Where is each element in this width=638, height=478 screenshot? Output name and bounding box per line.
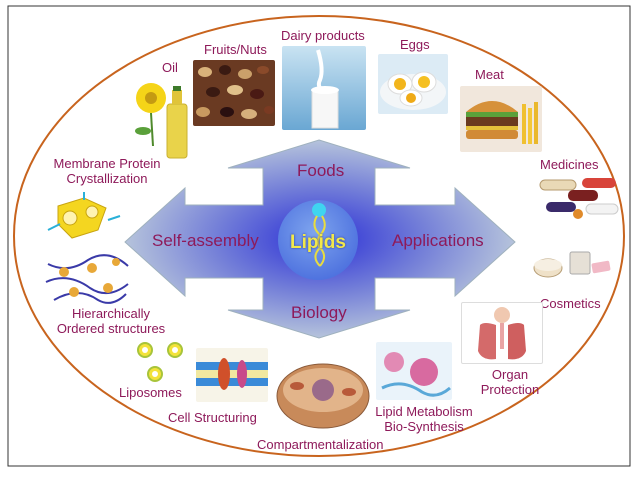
cubic-phase-icon — [47, 192, 121, 239]
label-meat: Meat — [475, 67, 504, 82]
label-eggs: Eggs — [400, 37, 430, 52]
label-metabolism-line1: Lipid Metabolism — [375, 404, 473, 419]
meat-image — [460, 86, 542, 152]
dairy-image — [282, 46, 366, 130]
tissue-icon — [381, 352, 451, 397]
hierarchical-structures-image — [44, 250, 130, 306]
label-cell-structuring: Cell Structuring — [168, 410, 257, 425]
liposomes-image — [133, 338, 189, 386]
cosmetics-icon — [533, 251, 611, 278]
lungs-icon — [478, 307, 526, 360]
label-compartmentalization: Compartmentalization — [257, 437, 384, 452]
milk-glass-icon — [311, 49, 339, 129]
label-hierarchical: Hierarchically Ordered structures — [50, 306, 172, 336]
pills-icon — [539, 178, 619, 219]
egg-icon — [380, 71, 446, 110]
label-lipid-metabolism: Lipid Metabolism Bio-Synthesis — [372, 404, 476, 434]
label-membrane-protein: Membrane Protein Crystallization — [48, 156, 166, 186]
label-hier-line1: Hierarchically — [71, 306, 151, 321]
label-organ-line2: Protection — [480, 382, 540, 397]
label-fruits-nuts: Fruits/Nuts — [204, 42, 267, 57]
label-oil: Oil — [162, 60, 178, 75]
label-membrane-line1: Membrane Protein — [53, 156, 161, 171]
label-membrane-line2: Crystallization — [66, 171, 148, 186]
arrow-label-applications: Applications — [392, 231, 484, 250]
center-title: Lipids — [290, 232, 346, 253]
membrane-protein-image — [44, 190, 122, 248]
label-metabolism-line2: Bio-Synthesis — [384, 419, 464, 434]
lipid-molecule-icon — [312, 203, 326, 267]
label-hier-line2: Ordered structures — [56, 321, 166, 336]
sunflower-icon — [135, 83, 166, 147]
arrow-label-self-assembly: Self-assembly — [152, 231, 259, 250]
network-icon — [45, 254, 129, 304]
cosmetics-image — [530, 244, 612, 286]
lipid-metabolism-image — [376, 342, 452, 400]
organ-image — [461, 302, 543, 364]
membrane-bilayer-icon — [196, 358, 268, 390]
label-cosmetics: Cosmetics — [540, 296, 601, 311]
cell-icon — [276, 363, 370, 429]
label-dairy-products: Dairy products — [281, 28, 365, 43]
oil-image — [131, 76, 191, 160]
arrow-label-biology: Biology — [291, 303, 347, 322]
nuts-icon — [196, 65, 274, 119]
label-organ-line1: Organ — [491, 367, 529, 382]
cell-structuring-image — [196, 348, 268, 402]
arrow-label-foods: Foods — [297, 161, 345, 180]
burger-icon — [466, 101, 538, 144]
medicines-image — [538, 174, 622, 224]
compartmentalization-image — [275, 360, 371, 432]
fries-icon — [522, 102, 538, 144]
oil-bottle-icon — [166, 86, 188, 159]
label-organ-protection: Organ Protection — [478, 367, 542, 397]
outer-ellipse — [13, 15, 625, 457]
eggs-image — [378, 54, 448, 114]
outer-frame — [7, 5, 631, 467]
label-liposomes: Liposomes — [119, 385, 182, 400]
label-medicines: Medicines — [540, 157, 599, 172]
fruits-nuts-image — [193, 60, 275, 126]
liposome-icon — [137, 342, 183, 382]
